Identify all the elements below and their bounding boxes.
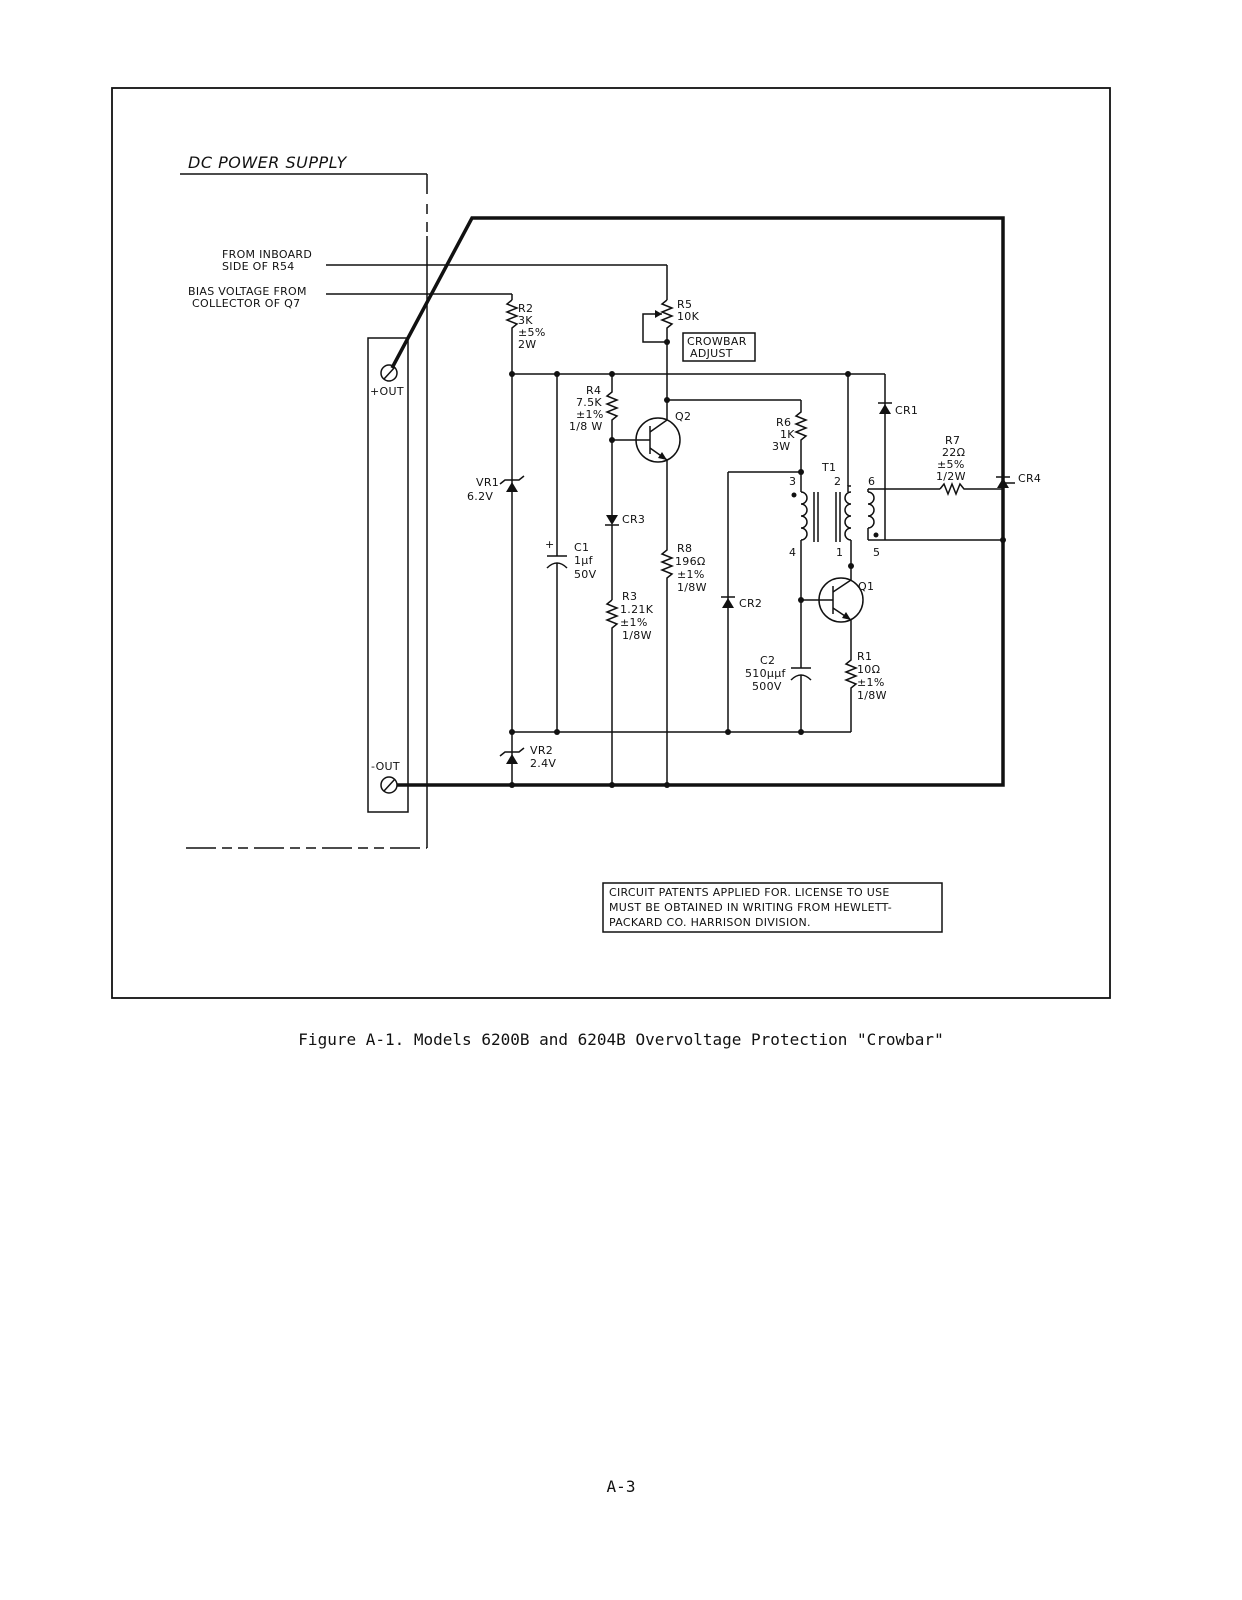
minus-out-terminal: -OUT bbox=[371, 760, 400, 794]
svg-text:1/8W: 1/8W bbox=[677, 581, 707, 594]
svg-text:1: 1 bbox=[836, 546, 843, 559]
svg-text:+OUT: +OUT bbox=[370, 385, 404, 398]
svg-text:ADJUST: ADJUST bbox=[690, 347, 733, 360]
svg-text:196Ω: 196Ω bbox=[675, 555, 706, 568]
svg-text:22Ω: 22Ω bbox=[942, 446, 965, 459]
svg-text:1/8 W: 1/8 W bbox=[569, 420, 603, 433]
resistor-r6: R6 1K 3W bbox=[772, 400, 809, 472]
svg-text:CR2: CR2 bbox=[739, 597, 762, 610]
svg-text:7.5K: 7.5K bbox=[576, 396, 602, 409]
svg-text:Q1: Q1 bbox=[858, 580, 874, 593]
svg-text:BIAS VOLTAGE FROM: BIAS VOLTAGE FROM bbox=[188, 285, 307, 298]
svg-text:R5: R5 bbox=[677, 298, 692, 311]
plus-out-terminal: +OUT bbox=[370, 364, 404, 398]
scr-cr4: CR4 bbox=[996, 472, 1041, 488]
svg-text:1/2W: 1/2W bbox=[936, 470, 966, 483]
resistor-r7: R7 22Ω ±5% 1/2W bbox=[936, 434, 1003, 497]
svg-text:COLLECTOR OF Q7: COLLECTOR OF Q7 bbox=[192, 297, 300, 310]
svg-text:50V: 50V bbox=[574, 568, 597, 581]
svg-text:Q2: Q2 bbox=[675, 410, 691, 423]
svg-text:1/8W: 1/8W bbox=[622, 629, 652, 642]
resistor-r3: R3 1.21K ±1% 1/8W bbox=[604, 590, 654, 785]
figure-frame bbox=[111, 87, 1111, 999]
svg-text:C2: C2 bbox=[760, 654, 775, 667]
svg-text:VR2: VR2 bbox=[530, 744, 553, 757]
svg-text:R4: R4 bbox=[586, 384, 601, 397]
dc-power-supply: DC POWER SUPPLY bbox=[180, 153, 428, 849]
potentiometer-r5: R5 10K CROWBAR ADJUST bbox=[642, 298, 756, 400]
svg-text:1μf: 1μf bbox=[574, 554, 594, 567]
svg-text:SIDE OF R54: SIDE OF R54 bbox=[222, 260, 295, 273]
page-number: A-3 bbox=[606, 1477, 636, 1496]
main-bus bbox=[390, 216, 1005, 787]
diode-cr3: CR3 bbox=[605, 513, 645, 600]
svg-text:R6: R6 bbox=[776, 416, 791, 429]
svg-text:±1%: ±1% bbox=[677, 568, 705, 581]
svg-text:±1%: ±1% bbox=[620, 616, 648, 629]
resistor-r2: R2 3K ±5% 2W bbox=[504, 299, 546, 374]
svg-text:CR4: CR4 bbox=[1018, 472, 1041, 485]
zener-vr2: VR2 2.4V bbox=[499, 732, 556, 785]
svg-text:R3: R3 bbox=[622, 590, 637, 603]
svg-text:PACKARD CO. HARRISON DIVISION.: PACKARD CO. HARRISON DIVISION. bbox=[609, 916, 811, 929]
svg-text:MUST BE OBTAINED IN WRITING FR: MUST BE OBTAINED IN WRITING FROM HEWLETT… bbox=[609, 901, 892, 914]
junction-dots bbox=[509, 339, 1006, 788]
input-labels: FROM INBOARD SIDE OF R54 BIAS VOLTAGE FR… bbox=[188, 248, 668, 310]
capacitor-c2: C2 510μμf 500V bbox=[745, 600, 812, 732]
figure-caption: Figure A-1. Models 6200B and 6204B Overv… bbox=[298, 1030, 944, 1049]
svg-text:500V: 500V bbox=[752, 680, 782, 693]
zener-vr1: VR1 6.2V bbox=[467, 374, 525, 732]
svg-text:3K: 3K bbox=[518, 314, 533, 327]
svg-text:1.21K: 1.21K bbox=[620, 603, 654, 616]
svg-text:R2: R2 bbox=[518, 302, 533, 315]
svg-text:R1: R1 bbox=[857, 650, 872, 663]
svg-text:2: 2 bbox=[834, 475, 841, 488]
svg-text:2.4V: 2.4V bbox=[530, 757, 556, 770]
svg-text:CIRCUIT PATENTS APPLIED FOR. L: CIRCUIT PATENTS APPLIED FOR. LICENSE TO … bbox=[609, 886, 890, 899]
svg-text:2W: 2W bbox=[518, 338, 536, 351]
transformer-t1: T1 3 4 2 1 6 5 bbox=[728, 461, 880, 600]
svg-text:10K: 10K bbox=[677, 310, 700, 323]
diode-cr1: CR1 bbox=[878, 400, 918, 540]
svg-text:R7: R7 bbox=[945, 434, 960, 447]
diode-cr2: CR2 bbox=[721, 472, 762, 732]
supply-title: DC POWER SUPPLY bbox=[188, 153, 348, 172]
svg-text:1/8W: 1/8W bbox=[857, 689, 887, 702]
svg-text:-OUT: -OUT bbox=[371, 760, 400, 773]
transistor-q1: Q1 bbox=[801, 566, 874, 623]
svg-text:CR1: CR1 bbox=[895, 404, 918, 417]
svg-text:CROWBAR: CROWBAR bbox=[687, 335, 747, 348]
svg-text:FROM INBOARD: FROM INBOARD bbox=[222, 248, 312, 261]
svg-text:±5%: ±5% bbox=[937, 458, 965, 471]
svg-text:5: 5 bbox=[873, 546, 880, 559]
svg-text:3W: 3W bbox=[772, 440, 790, 453]
svg-text:1K: 1K bbox=[780, 428, 795, 441]
svg-text:VR1: VR1 bbox=[476, 476, 499, 489]
svg-text:C1: C1 bbox=[574, 541, 589, 554]
svg-text:6: 6 bbox=[868, 475, 875, 488]
resistor-r4: R4 7.5K ±1% 1/8 W bbox=[569, 374, 620, 440]
svg-text:6.2V: 6.2V bbox=[467, 490, 493, 503]
transistor-q2: Q2 bbox=[612, 400, 691, 463]
svg-text:4: 4 bbox=[789, 546, 796, 559]
patent-notice: CIRCUIT PATENTS APPLIED FOR. LICENSE TO … bbox=[602, 882, 943, 933]
svg-text:10Ω: 10Ω bbox=[857, 663, 880, 676]
svg-text:R8: R8 bbox=[677, 542, 692, 555]
svg-text:CR3: CR3 bbox=[622, 513, 645, 526]
svg-text:510μμf: 510μμf bbox=[745, 667, 786, 680]
capacitor-c1: + C1 1μf 50V bbox=[545, 374, 597, 732]
svg-text:3: 3 bbox=[789, 475, 796, 488]
crowbar-schematic: DC POWER SUPPLY +OUT -OUT FROM INBOARD S… bbox=[111, 87, 1111, 999]
svg-text:±1%: ±1% bbox=[576, 408, 604, 421]
svg-text:±5%: ±5% bbox=[518, 326, 546, 339]
resistor-r1: R1 10Ω ±1% 1/8W bbox=[843, 620, 887, 732]
svg-text:±1%: ±1% bbox=[857, 676, 885, 689]
svg-text:+: + bbox=[545, 538, 555, 551]
svg-text:T1: T1 bbox=[821, 461, 836, 474]
resistor-r8: R8 196Ω ±1% 1/8W bbox=[659, 460, 707, 785]
